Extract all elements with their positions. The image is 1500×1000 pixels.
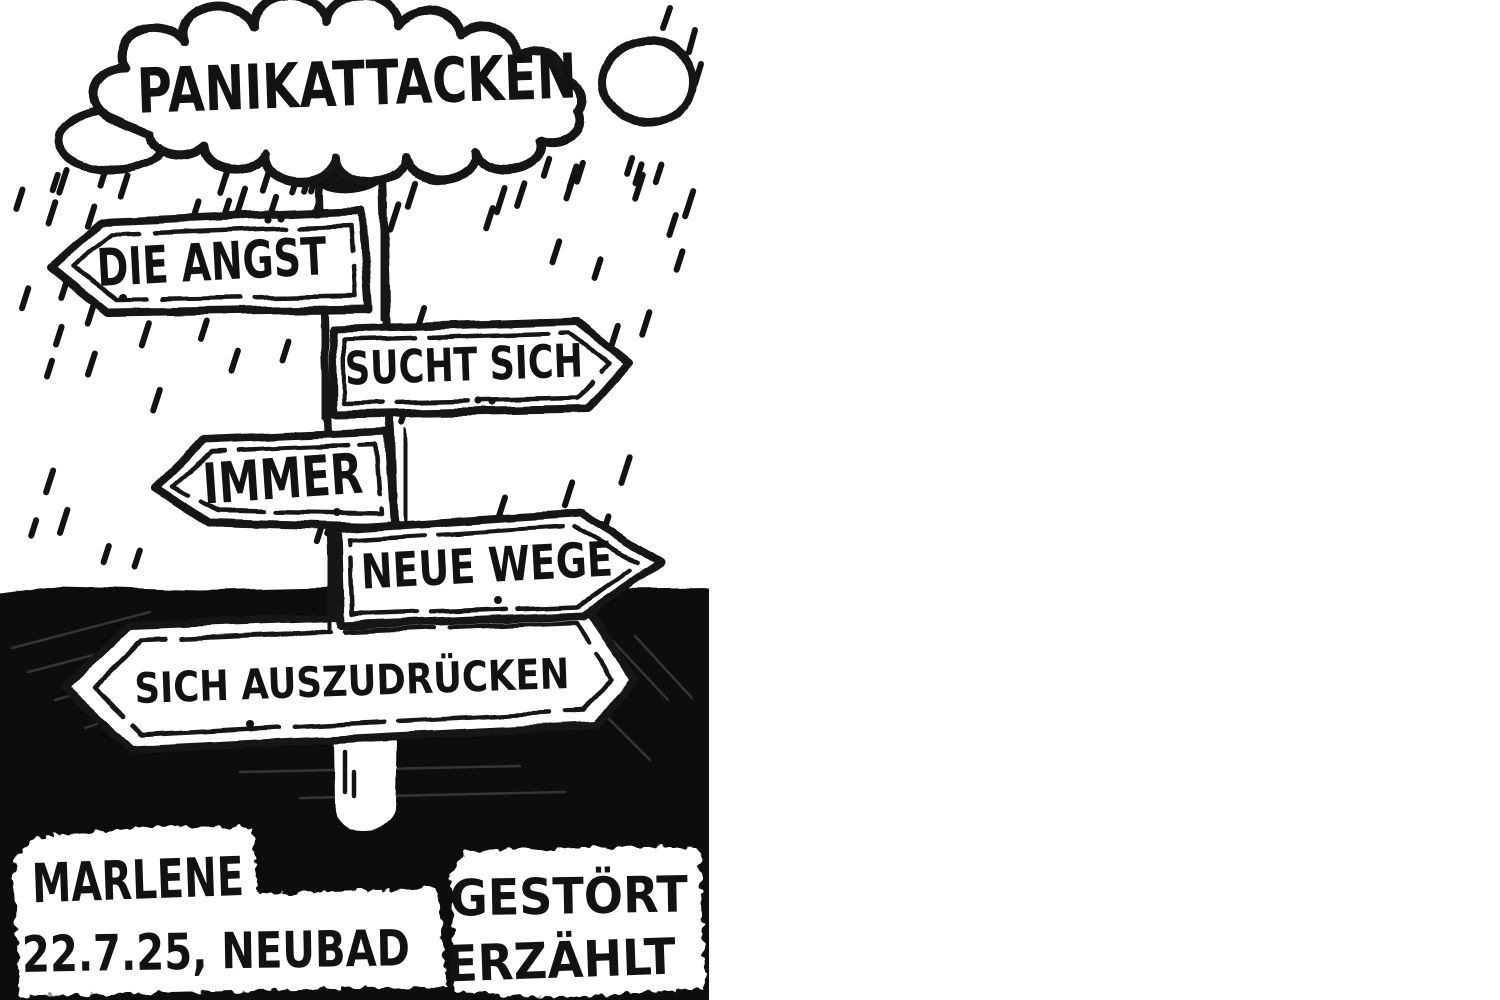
- rain-drop: [682, 188, 697, 220]
- ink-dot: [119, 294, 127, 302]
- rain-drop: [618, 454, 633, 486]
- ink-dot: [277, 215, 285, 223]
- sign-inner-line: [91, 619, 614, 738]
- cloud-puff-right: [598, 36, 698, 128]
- rain-drop: [84, 203, 98, 230]
- rain-drop: [632, 161, 645, 187]
- rain-drop: [217, 167, 231, 196]
- rain-drop: [591, 256, 604, 281]
- rain-drop: [117, 172, 131, 200]
- cloud-label: PANIKATTACKEN: [136, 39, 578, 127]
- rain-drop: [44, 357, 55, 380]
- sign-die-angst: DIE ANGST: [46, 207, 388, 321]
- rain-drop: [131, 547, 143, 570]
- rain-drop: [56, 167, 70, 196]
- rain-drop: [234, 185, 248, 217]
- rain-drop: [639, 309, 653, 338]
- rain-drop: [387, 201, 402, 233]
- rain-drop: [673, 248, 686, 273]
- footer-series-line1: GESTÖRT: [449, 864, 688, 927]
- rain-drop: [28, 517, 40, 539]
- pole-buried: [334, 738, 397, 831]
- rain-drop: [279, 338, 292, 364]
- sign-inner-line: [69, 223, 359, 303]
- sign-inner-line: [169, 441, 384, 517]
- ink-dot: [494, 596, 502, 604]
- rain-drop: [566, 163, 580, 191]
- rain-drop: [561, 479, 576, 509]
- cloud-body: [89, 0, 587, 188]
- rain-drop: [57, 506, 71, 536]
- sign-sucht-sich: SUCHT SICH: [318, 317, 633, 420]
- rain-drop: [540, 155, 553, 179]
- sign-inner-line: [341, 330, 612, 406]
- sign-neue-wege: NEUE WEGE: [324, 509, 665, 634]
- rain-drop: [549, 238, 563, 266]
- rain-drop: [85, 350, 98, 378]
- sign-label: SUCHT SICH: [344, 333, 584, 395]
- rain-drop: [514, 180, 528, 209]
- sign-plate: [329, 317, 633, 418]
- rain-drop: [138, 320, 152, 349]
- rain-drop: [404, 180, 419, 210]
- footer-left-blob: MARLENE 22.7.25, NEUBAD: [14, 826, 446, 996]
- footer-series-line2: ERZÄHLT: [445, 928, 677, 994]
- sign-plate: [334, 509, 665, 630]
- rain-drop: [228, 347, 241, 374]
- rain-drop: [45, 199, 59, 227]
- blob-shape: [14, 826, 446, 996]
- ink-dot: [264, 216, 272, 224]
- sign-label: DIE ANGST: [95, 227, 328, 299]
- footer-right-blob: GESTÖRT ERZÄHLT: [445, 846, 704, 998]
- rain-drop: [493, 185, 508, 216]
- rain-drop: [666, 212, 679, 238]
- sign-end-bracket: [377, 210, 388, 321]
- rain-drop: [574, 159, 586, 185]
- rain-drop: [49, 171, 61, 194]
- rain-drop: [197, 317, 210, 342]
- rain-drop: [652, 161, 665, 186]
- rain-drop: [150, 386, 163, 414]
- sign-end-bracket: [324, 527, 335, 634]
- sign-end-bracket: [318, 327, 328, 420]
- ink-dot: [246, 720, 254, 728]
- rain-drop: [483, 205, 496, 232]
- ink-dot: [488, 397, 496, 405]
- sign-inner-line: [347, 523, 643, 618]
- rain-drop: [632, 171, 646, 202]
- sign-plate: [151, 427, 398, 532]
- rain-drop: [100, 543, 112, 566]
- sign-label: IMMER: [201, 442, 365, 518]
- sign-end-bracket: [400, 426, 411, 536]
- rain-drop: [13, 186, 26, 212]
- rain-drop: [624, 155, 636, 177]
- footer-artist: MARLENE: [31, 845, 245, 915]
- sign-immer: IMMER: [151, 426, 411, 536]
- sign-auszudruecken: SICH AUSZUDRÜCKEN: [61, 604, 637, 754]
- footer-date-venue: 22.7.25, NEUBAD: [21, 919, 410, 984]
- blob-shape: [452, 846, 704, 998]
- sign-label: NEUE WEGE: [360, 531, 615, 600]
- rain-drop: [43, 467, 57, 496]
- rain-cloud: PANIKATTACKEN: [54, 0, 698, 188]
- rain-drop: [53, 323, 65, 348]
- ink-dot: [474, 396, 482, 404]
- ink-dot: [333, 508, 341, 516]
- rain-drop: [19, 285, 32, 312]
